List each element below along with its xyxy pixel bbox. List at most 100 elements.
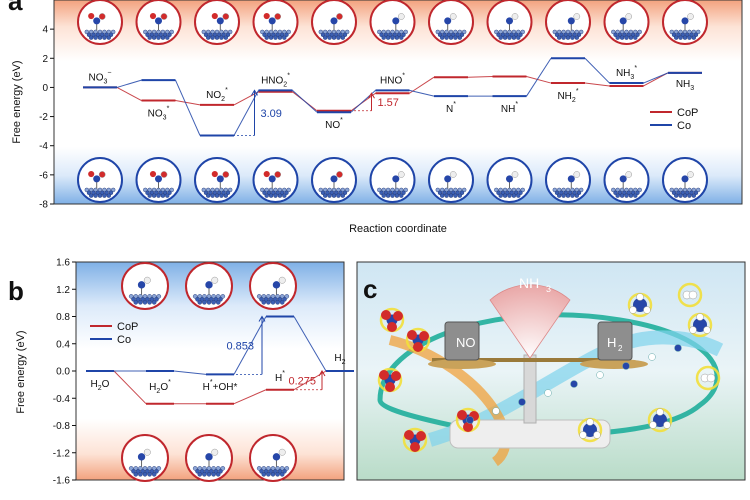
slab-atom: [509, 32, 514, 37]
step-label-base: NO: [89, 72, 104, 83]
slab-atom: [502, 187, 508, 193]
step-label-base: NO: [148, 109, 163, 120]
structure-circle: [486, 0, 533, 45]
o-atom: [385, 382, 395, 392]
slab-atom: [282, 35, 287, 40]
slab-atom: [282, 29, 287, 35]
adsorbate-atom-2: [143, 276, 151, 284]
slab-atom: [204, 469, 209, 474]
slab-atom: [268, 29, 274, 35]
slab-atom: [437, 190, 443, 195]
slab-atom: [219, 35, 224, 40]
slab-atom: [165, 35, 170, 40]
adsorbate-atom-2: [278, 276, 286, 284]
slab-atom: [214, 193, 220, 198]
slab-atom: [210, 187, 215, 193]
slab-atom: [518, 32, 523, 37]
left-weight-label: NO: [456, 335, 476, 350]
slab-atom: [208, 32, 213, 37]
slab-atom: [437, 32, 443, 37]
slab-atom: [691, 29, 696, 35]
slab-atom: [199, 297, 205, 302]
slab-atom: [619, 193, 625, 198]
slab-atom: [158, 32, 163, 37]
y-tick-label: -2: [39, 112, 48, 123]
o-atom: [416, 431, 426, 441]
slab-atom: [557, 187, 562, 193]
slab-atom: [279, 294, 285, 299]
slab-atom: [167, 32, 172, 37]
slab-atom: [219, 193, 224, 198]
slab-atom: [89, 35, 94, 40]
slab-atom: [93, 187, 98, 193]
slab-atom: [151, 193, 157, 198]
panel-a-top-structures: [77, 0, 708, 45]
slab-atom: [394, 29, 400, 35]
h-atom: [579, 431, 587, 439]
slab-atom: [95, 190, 100, 195]
adsorbate-o-atom: [211, 12, 218, 20]
slab-atom: [619, 35, 625, 40]
legend-label-CoP: CoP: [677, 107, 698, 119]
slab-atom: [574, 193, 579, 198]
slab-atom: [160, 187, 166, 193]
slab-atom: [676, 32, 681, 37]
slab-atom: [149, 469, 155, 474]
slab-atom: [457, 29, 462, 35]
slab-atom: [84, 187, 89, 193]
slab-atom: [696, 187, 701, 193]
center-fan-label: NH: [519, 275, 539, 291]
slab-atom: [211, 300, 216, 305]
slab-atom: [509, 190, 514, 195]
step-label-sub: 3: [630, 74, 634, 81]
slab-atom: [520, 29, 525, 35]
slab-atom: [390, 35, 395, 40]
step-label-sub: 3: [104, 78, 108, 85]
slab-atom: [401, 32, 406, 37]
slab-atom: [561, 29, 566, 35]
slab-atom: [277, 35, 283, 40]
adsorbate-atom-2: [98, 171, 106, 178]
slab-atom: [202, 294, 207, 299]
step-label-sup: *: [167, 106, 170, 113]
slab-atom: [147, 466, 152, 471]
slab-atom: [628, 193, 634, 198]
step-label-base: H: [203, 382, 210, 393]
slab-atom: [263, 469, 269, 474]
adsorbate-n-atom: [272, 453, 281, 461]
adsorbate-n-atom: [392, 17, 400, 25]
slab-atom: [211, 472, 216, 477]
slab-atom: [104, 32, 109, 37]
slab-atom: [507, 193, 512, 198]
step-label-sub: 2: [156, 388, 160, 395]
slab-atom: [399, 35, 404, 40]
y-tick-label: 1.2: [56, 285, 70, 296]
slab-atom: [158, 190, 163, 195]
slab-atom: [197, 294, 203, 299]
slab-atom: [385, 35, 391, 40]
slab-atom: [336, 193, 341, 198]
connector-Co: [175, 79, 201, 136]
slab-atom: [513, 190, 519, 195]
slab-atom: [633, 29, 638, 35]
slab-atom: [687, 35, 692, 40]
step-label-1: NO3*: [148, 106, 170, 122]
slab-atom: [204, 297, 209, 302]
slab-atom: [151, 29, 157, 35]
slab-atom: [206, 29, 211, 35]
slab-atom: [143, 29, 148, 35]
slab-atom: [568, 190, 573, 195]
slab-atom: [624, 187, 629, 193]
slab-atom: [628, 29, 634, 35]
slab-atom: [270, 466, 276, 471]
slab-atom: [559, 190, 564, 195]
slab-atom: [147, 35, 152, 40]
adsorbate-atom-2: [449, 171, 457, 178]
y-tick-label: -1.6: [53, 476, 71, 487]
slab-atom: [323, 35, 328, 40]
slab-atom: [147, 294, 152, 299]
slab-atom: [271, 190, 276, 195]
structure-circle: [77, 157, 123, 203]
slab-atom: [102, 187, 107, 193]
